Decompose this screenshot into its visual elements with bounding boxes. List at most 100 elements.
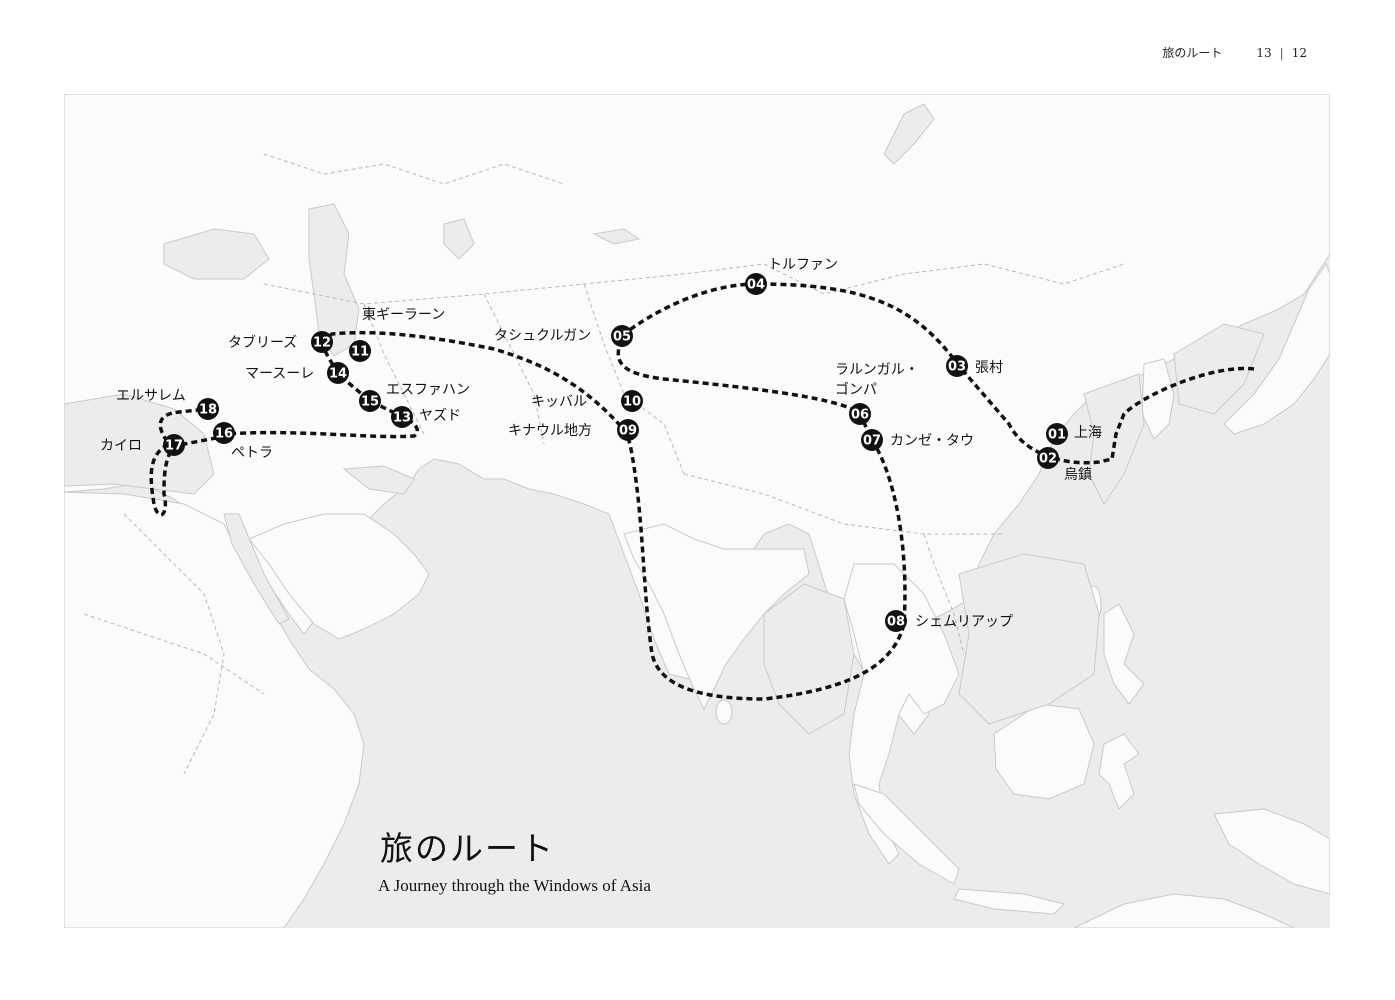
stop-marker-12[interactable]: 12 xyxy=(311,331,333,353)
stop-label-15: エスファハン xyxy=(386,382,470,398)
sea-of-japan xyxy=(1173,323,1265,415)
stop-number: 05 xyxy=(613,330,631,345)
stop-marker-13[interactable]: 13 xyxy=(391,406,413,428)
landmass-new-guinea xyxy=(1213,808,1330,895)
landmass-sulawesi xyxy=(1098,733,1140,810)
route-line xyxy=(149,282,1255,701)
border-line xyxy=(83,613,265,695)
route-labels: 上海 烏鎮 張村 トルファン タシュクルガン ラルンガル・ ゴンパ カンゼ・タウ… xyxy=(100,257,1102,630)
stop-number: 14 xyxy=(329,367,347,382)
landmass-arabia xyxy=(248,513,430,640)
landmass-africa xyxy=(64,491,365,928)
stop-number: 09 xyxy=(619,424,637,439)
stop-number: 15 xyxy=(361,395,379,410)
lake-baikal xyxy=(883,103,935,165)
border-line xyxy=(363,303,425,435)
map-canvas: 01 02 03 04 05 06 07 08 xyxy=(64,94,1330,928)
page-numbers: 13 | 12 xyxy=(1256,46,1307,60)
stop-number: 16 xyxy=(215,427,233,442)
stop-label-05: タシュクルガン xyxy=(494,328,591,344)
stop-marker-05[interactable]: 05 xyxy=(611,325,633,347)
stop-label-08: シェムリアップ xyxy=(915,614,1013,630)
header-section-title: 旅のルート xyxy=(1162,46,1223,60)
route-markers: 01 02 03 04 05 06 07 08 xyxy=(163,273,1068,632)
stop-label-02: 烏鎮 xyxy=(1064,466,1092,483)
border-line xyxy=(583,283,685,475)
stop-marker-15[interactable]: 15 xyxy=(359,390,381,412)
stop-label-03: 張村 xyxy=(975,360,1003,376)
stop-marker-02[interactable]: 02 xyxy=(1037,447,1059,469)
red-sea xyxy=(223,513,290,625)
stop-label-17: カイロ xyxy=(100,438,142,454)
stop-label-10: キッバル xyxy=(531,394,587,410)
page-number-separator: | xyxy=(1279,45,1284,60)
stop-marker-04[interactable]: 04 xyxy=(745,273,767,295)
stop-marker-07[interactable]: 07 xyxy=(861,429,883,451)
stop-label-06-part1: ラルンガル・ xyxy=(835,362,919,378)
stop-label-13: ヤズド xyxy=(419,408,461,424)
land-layer xyxy=(64,94,1330,928)
stop-number: 17 xyxy=(165,439,183,454)
page-number-right: 12 xyxy=(1291,45,1307,60)
landmass-japan xyxy=(1223,262,1330,435)
landmass-java xyxy=(953,888,1065,915)
border-line xyxy=(263,263,765,305)
border-line xyxy=(923,533,965,655)
bay-of-bengal xyxy=(763,583,855,735)
border-line xyxy=(683,473,1004,535)
stop-number: 11 xyxy=(351,345,369,360)
east-china-sea xyxy=(1083,373,1145,505)
stop-label-04: トルファン xyxy=(768,257,838,273)
stop-marker-08[interactable]: 08 xyxy=(885,610,907,632)
landmass-borneo xyxy=(993,703,1095,800)
south-china-sea xyxy=(958,553,1100,725)
stop-number: 13 xyxy=(393,411,411,426)
map-title: 旅のルート xyxy=(380,829,555,868)
page-number-left: 13 xyxy=(1256,45,1272,60)
stop-number: 18 xyxy=(199,403,217,418)
stop-number: 10 xyxy=(623,395,641,410)
lake-balkhash xyxy=(592,228,641,245)
stop-number: 03 xyxy=(948,360,966,375)
stop-marker-06[interactable]: 06 xyxy=(849,403,871,425)
water-layer xyxy=(64,103,1265,735)
stop-label-06: ラルンガル・ ゴンパ xyxy=(835,362,923,398)
stop-marker-18[interactable]: 18 xyxy=(197,398,219,420)
stop-label-16: ペトラ xyxy=(231,445,273,461)
landmass-philippines xyxy=(1103,603,1145,705)
route-map: 01 02 03 04 05 06 07 08 xyxy=(64,94,1330,928)
stop-number: 07 xyxy=(863,434,881,449)
stop-label-12: タブリーズ xyxy=(228,334,297,351)
landmass-india xyxy=(623,523,810,711)
stop-number: 02 xyxy=(1039,452,1057,467)
stop-marker-16[interactable]: 16 xyxy=(213,422,235,444)
stop-marker-03[interactable]: 03 xyxy=(946,355,968,377)
stop-label-18: エルサレム xyxy=(116,388,186,404)
landmass-sri-lanka xyxy=(715,699,733,725)
stop-number: 08 xyxy=(887,615,905,630)
mediterranean-sea xyxy=(64,393,215,495)
stop-label-06-part2: ゴンパ xyxy=(835,381,877,398)
running-header: 旅のルート 13 | 12 xyxy=(1162,44,1307,61)
stop-marker-09[interactable]: 09 xyxy=(617,419,639,441)
stop-number: 06 xyxy=(851,408,869,423)
landmass-sumatra xyxy=(853,783,960,885)
map-subtitle: A Journey through the Windows of Asia xyxy=(378,876,651,895)
stop-marker-14[interactable]: 14 xyxy=(327,362,349,384)
stop-marker-11[interactable]: 11 xyxy=(349,340,371,362)
stop-label-14: マースーレ xyxy=(245,366,314,382)
landmass-australia xyxy=(1073,893,1295,928)
border-line xyxy=(763,263,1125,295)
black-sea xyxy=(163,228,270,280)
stop-label-01: 上海 xyxy=(1074,425,1102,441)
stop-label-11: 東ギーラーン xyxy=(362,307,445,323)
stop-marker-17[interactable]: 17 xyxy=(163,434,185,456)
stop-marker-01[interactable]: 01 xyxy=(1046,423,1068,445)
stop-marker-10[interactable]: 10 xyxy=(621,390,643,412)
persian-gulf xyxy=(342,465,415,495)
border-line xyxy=(123,513,225,775)
stop-number: 04 xyxy=(747,278,765,293)
border-line xyxy=(263,153,565,185)
stop-number: 01 xyxy=(1048,428,1066,443)
stop-number: 12 xyxy=(313,336,331,351)
